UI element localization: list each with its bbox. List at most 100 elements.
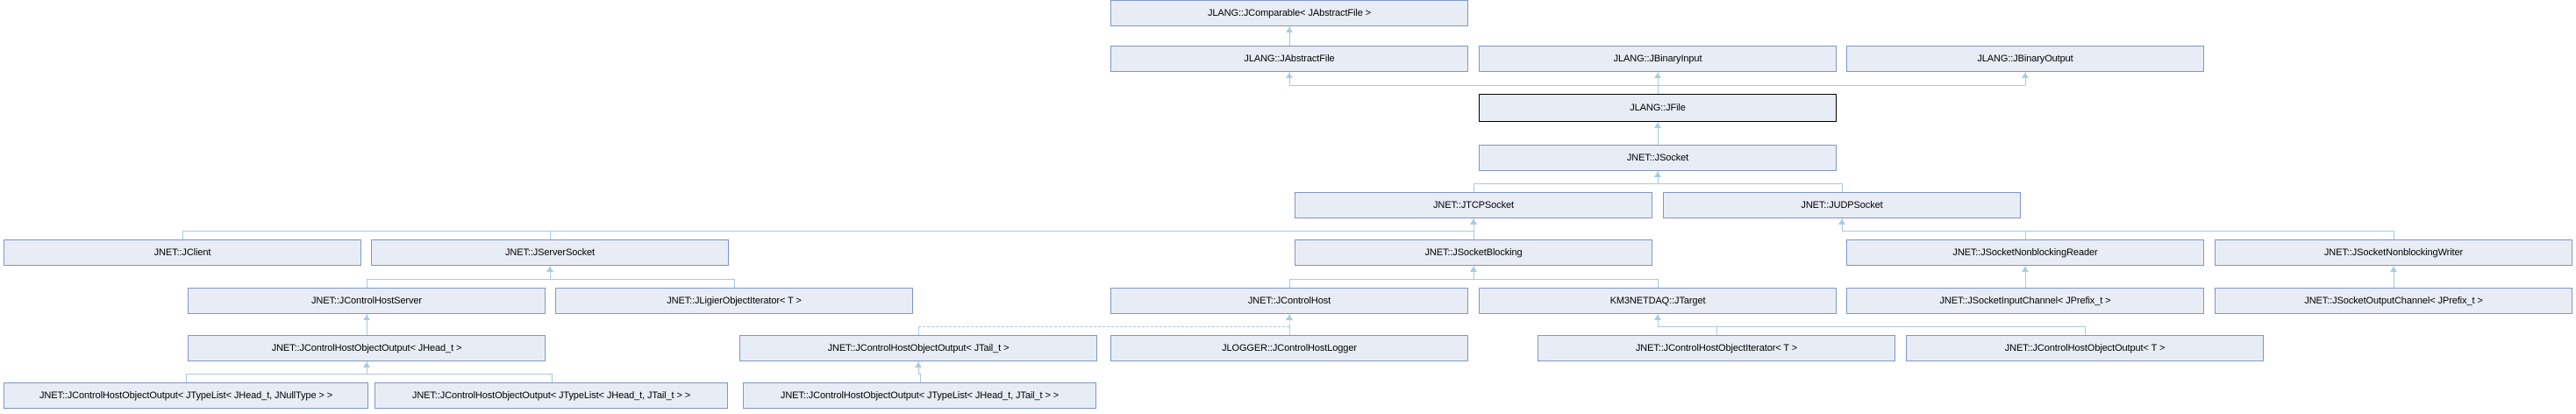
class-node-n20[interactable]: JNET::JControlHostObjectOutput< JTail_t … bbox=[739, 335, 1097, 361]
inheritance-arrow-icon bbox=[1654, 73, 1661, 78]
inheritance-arrow-icon bbox=[363, 315, 370, 320]
class-node-n17[interactable]: JNET::JSocketInputChannel< JPrefix_t > bbox=[1846, 288, 2204, 314]
edge-segment-vertical bbox=[2025, 72, 2026, 85]
class-node-n6[interactable]: JNET::JTCPSocket bbox=[1295, 192, 1652, 218]
class-node-label: JLANG::JAbstractFile bbox=[1244, 53, 1335, 64]
class-node-label: JLANG::JBinaryInput bbox=[1613, 53, 1702, 64]
edge-segment-vertical bbox=[550, 231, 551, 239]
edge-segment-horizontal bbox=[367, 374, 552, 375]
inheritance-arrow-icon bbox=[546, 267, 553, 272]
inheritance-arrow-icon bbox=[1838, 219, 1845, 225]
class-node-n4[interactable]: JLANG::JFile bbox=[1479, 94, 1837, 122]
inheritance-arrow-icon bbox=[915, 362, 922, 368]
class-node-label: JNET::JSocket bbox=[1626, 152, 1689, 163]
class-node-n16[interactable]: KM3NETDAQ::JTarget bbox=[1479, 288, 1837, 314]
class-node-label: JNET::JControlHostServer bbox=[311, 295, 422, 306]
edge-segment-vertical bbox=[1658, 72, 1659, 85]
class-node-label: JNET::JClient bbox=[153, 246, 211, 258]
class-node-label: JNET::JSocketNonblockingReader bbox=[1952, 246, 2098, 258]
class-node-label: JNET::JControlHostObjectOutput< JHead_t … bbox=[271, 342, 462, 353]
edge-segment-horizontal bbox=[367, 279, 550, 280]
class-node-n12[interactable]: JNET::JSocketNonblockingWriter bbox=[2215, 239, 2572, 266]
edge-segment-horizontal bbox=[1658, 183, 1842, 184]
class-node-n13[interactable]: JNET::JControlHostServer bbox=[188, 288, 546, 314]
class-node-label: JNET::JControlHostObjectOutput< JTypeLis… bbox=[411, 389, 691, 401]
edge-segment-vertical bbox=[2025, 231, 2026, 239]
class-node-label: JNET::JSocketOutputChannel< JPrefix_t > bbox=[2304, 295, 2483, 306]
class-node-n23[interactable]: JNET::JControlHostObjectOutput< T > bbox=[1906, 335, 2264, 361]
class-node-label: JLANG::JBinaryOutput bbox=[1977, 53, 2073, 64]
edge-segment-vertical bbox=[918, 326, 919, 335]
class-node-label: JNET::JControlHostObjectIterator< T > bbox=[1635, 342, 1798, 353]
class-node-label: JLANG::JComparable< JAbstractFile > bbox=[1207, 7, 1372, 18]
class-node-label: JNET::JControlHost bbox=[1247, 295, 1331, 306]
class-node-label: JNET::JSocketBlocking bbox=[1424, 246, 1523, 258]
edge-segment-vertical bbox=[1289, 314, 1290, 326]
edge-segment-vertical bbox=[182, 231, 183, 239]
class-node-n9[interactable]: JNET::JServerSocket bbox=[371, 239, 729, 266]
class-node-n2[interactable]: JLANG::JBinaryInput bbox=[1479, 46, 1837, 72]
edge-segment-vertical bbox=[734, 279, 735, 288]
edge-segment-vertical bbox=[1842, 183, 1843, 192]
edge-segment-vertical bbox=[1289, 72, 1290, 85]
edge-segment-vertical bbox=[1658, 314, 1659, 326]
class-node-label: JNET::JTCPSocket bbox=[1433, 199, 1514, 211]
edge-segment-vertical bbox=[2025, 279, 2026, 288]
class-node-label: JNET::JControlHostObjectOutput< T > bbox=[2004, 342, 2166, 353]
class-node-n21[interactable]: JLOGGER::JControlHostLogger bbox=[1110, 335, 1468, 361]
edge-segment-horizontal bbox=[1289, 279, 1474, 280]
edge-segment-horizontal bbox=[918, 374, 920, 375]
class-node-label: JNET::JSocketNonblockingWriter bbox=[2323, 246, 2464, 258]
class-node-label: JNET::JControlHostObjectOutput< JTypeLis… bbox=[780, 389, 1060, 401]
inheritance-arrow-icon bbox=[2022, 73, 2029, 78]
edge-segment-vertical bbox=[552, 374, 553, 382]
edge-segment-vertical bbox=[1658, 136, 1659, 145]
edge-segment-vertical bbox=[2025, 266, 2026, 279]
class-node-n5[interactable]: JNET::JSocket bbox=[1479, 145, 1837, 171]
inheritance-arrow-icon bbox=[1286, 73, 1293, 78]
class-node-n26[interactable]: JNET::JControlHostObjectOutput< JTypeLis… bbox=[743, 382, 1096, 409]
inheritance-arrow-icon bbox=[1470, 219, 1477, 225]
class-node-n22[interactable]: JNET::JControlHostObjectIterator< T > bbox=[1538, 335, 1895, 361]
class-node-n19[interactable]: JNET::JControlHostObjectOutput< JHead_t … bbox=[188, 335, 546, 361]
class-node-label: JNET::JSocketInputChannel< JPrefix_t > bbox=[1939, 295, 2111, 306]
class-node-n18[interactable]: JNET::JSocketOutputChannel< JPrefix_t > bbox=[2215, 288, 2572, 314]
class-node-n3[interactable]: JLANG::JBinaryOutput bbox=[1846, 46, 2204, 72]
class-node-n7[interactable]: JNET::JUDPSocket bbox=[1663, 192, 2021, 218]
edge-segment-vertical bbox=[1658, 85, 1659, 94]
edge-segment-vertical bbox=[550, 266, 551, 279]
edge-segment-vertical bbox=[1842, 218, 1843, 231]
class-node-label: JLANG::JFile bbox=[1630, 102, 1686, 113]
class-node-n0[interactable]: JLANG::JComparable< JAbstractFile > bbox=[1110, 0, 1468, 26]
edge-segment-horizontal bbox=[1474, 279, 1658, 280]
class-node-n25[interactable]: JNET::JControlHostObjectOutput< JTypeLis… bbox=[375, 382, 728, 409]
class-node-n11[interactable]: JNET::JSocketNonblockingReader bbox=[1846, 239, 2204, 266]
edge-segment-horizontal bbox=[1658, 326, 2085, 327]
edge-segment-horizontal bbox=[1289, 85, 1658, 86]
edge-segment-vertical bbox=[1716, 326, 1717, 335]
class-node-label: JNET::JLigierObjectIterator< T > bbox=[667, 295, 802, 306]
class-node-label: JNET::JControlHostObjectOutput< JTypeLis… bbox=[39, 389, 333, 401]
class-node-label: JNET::JServerSocket bbox=[504, 246, 596, 258]
edge-segment-horizontal bbox=[550, 231, 1474, 232]
edge-segment-vertical bbox=[1658, 122, 1659, 136]
class-node-n14[interactable]: JNET::JLigierObjectIterator< T > bbox=[555, 288, 913, 314]
class-node-label: JNET::JUDPSocket bbox=[1801, 199, 1883, 211]
class-node-n24[interactable]: JNET::JControlHostObjectOutput< JTypeLis… bbox=[4, 382, 368, 409]
class-node-n8[interactable]: JNET::JClient bbox=[4, 239, 361, 266]
edge-segment-vertical bbox=[1658, 171, 1659, 183]
class-node-n1[interactable]: JLANG::JAbstractFile bbox=[1110, 46, 1468, 72]
class-node-n15[interactable]: JNET::JControlHost bbox=[1110, 288, 1468, 314]
edge-segment-vertical bbox=[186, 374, 187, 382]
edge-segment-horizontal bbox=[918, 326, 1289, 327]
inheritance-arrow-icon bbox=[1654, 123, 1661, 128]
edge-segment-horizontal bbox=[186, 374, 367, 375]
class-node-label: JLOGGER::JControlHostLogger bbox=[1222, 342, 1357, 353]
class-node-n10[interactable]: JNET::JSocketBlocking bbox=[1295, 239, 1652, 266]
edge-segment-vertical bbox=[918, 361, 919, 374]
edge-segment-vertical bbox=[2085, 326, 2086, 335]
edge-segment-vertical bbox=[920, 374, 921, 382]
inheritance-arrow-icon bbox=[2022, 267, 2029, 272]
inheritance-arrow-icon bbox=[1654, 172, 1661, 177]
